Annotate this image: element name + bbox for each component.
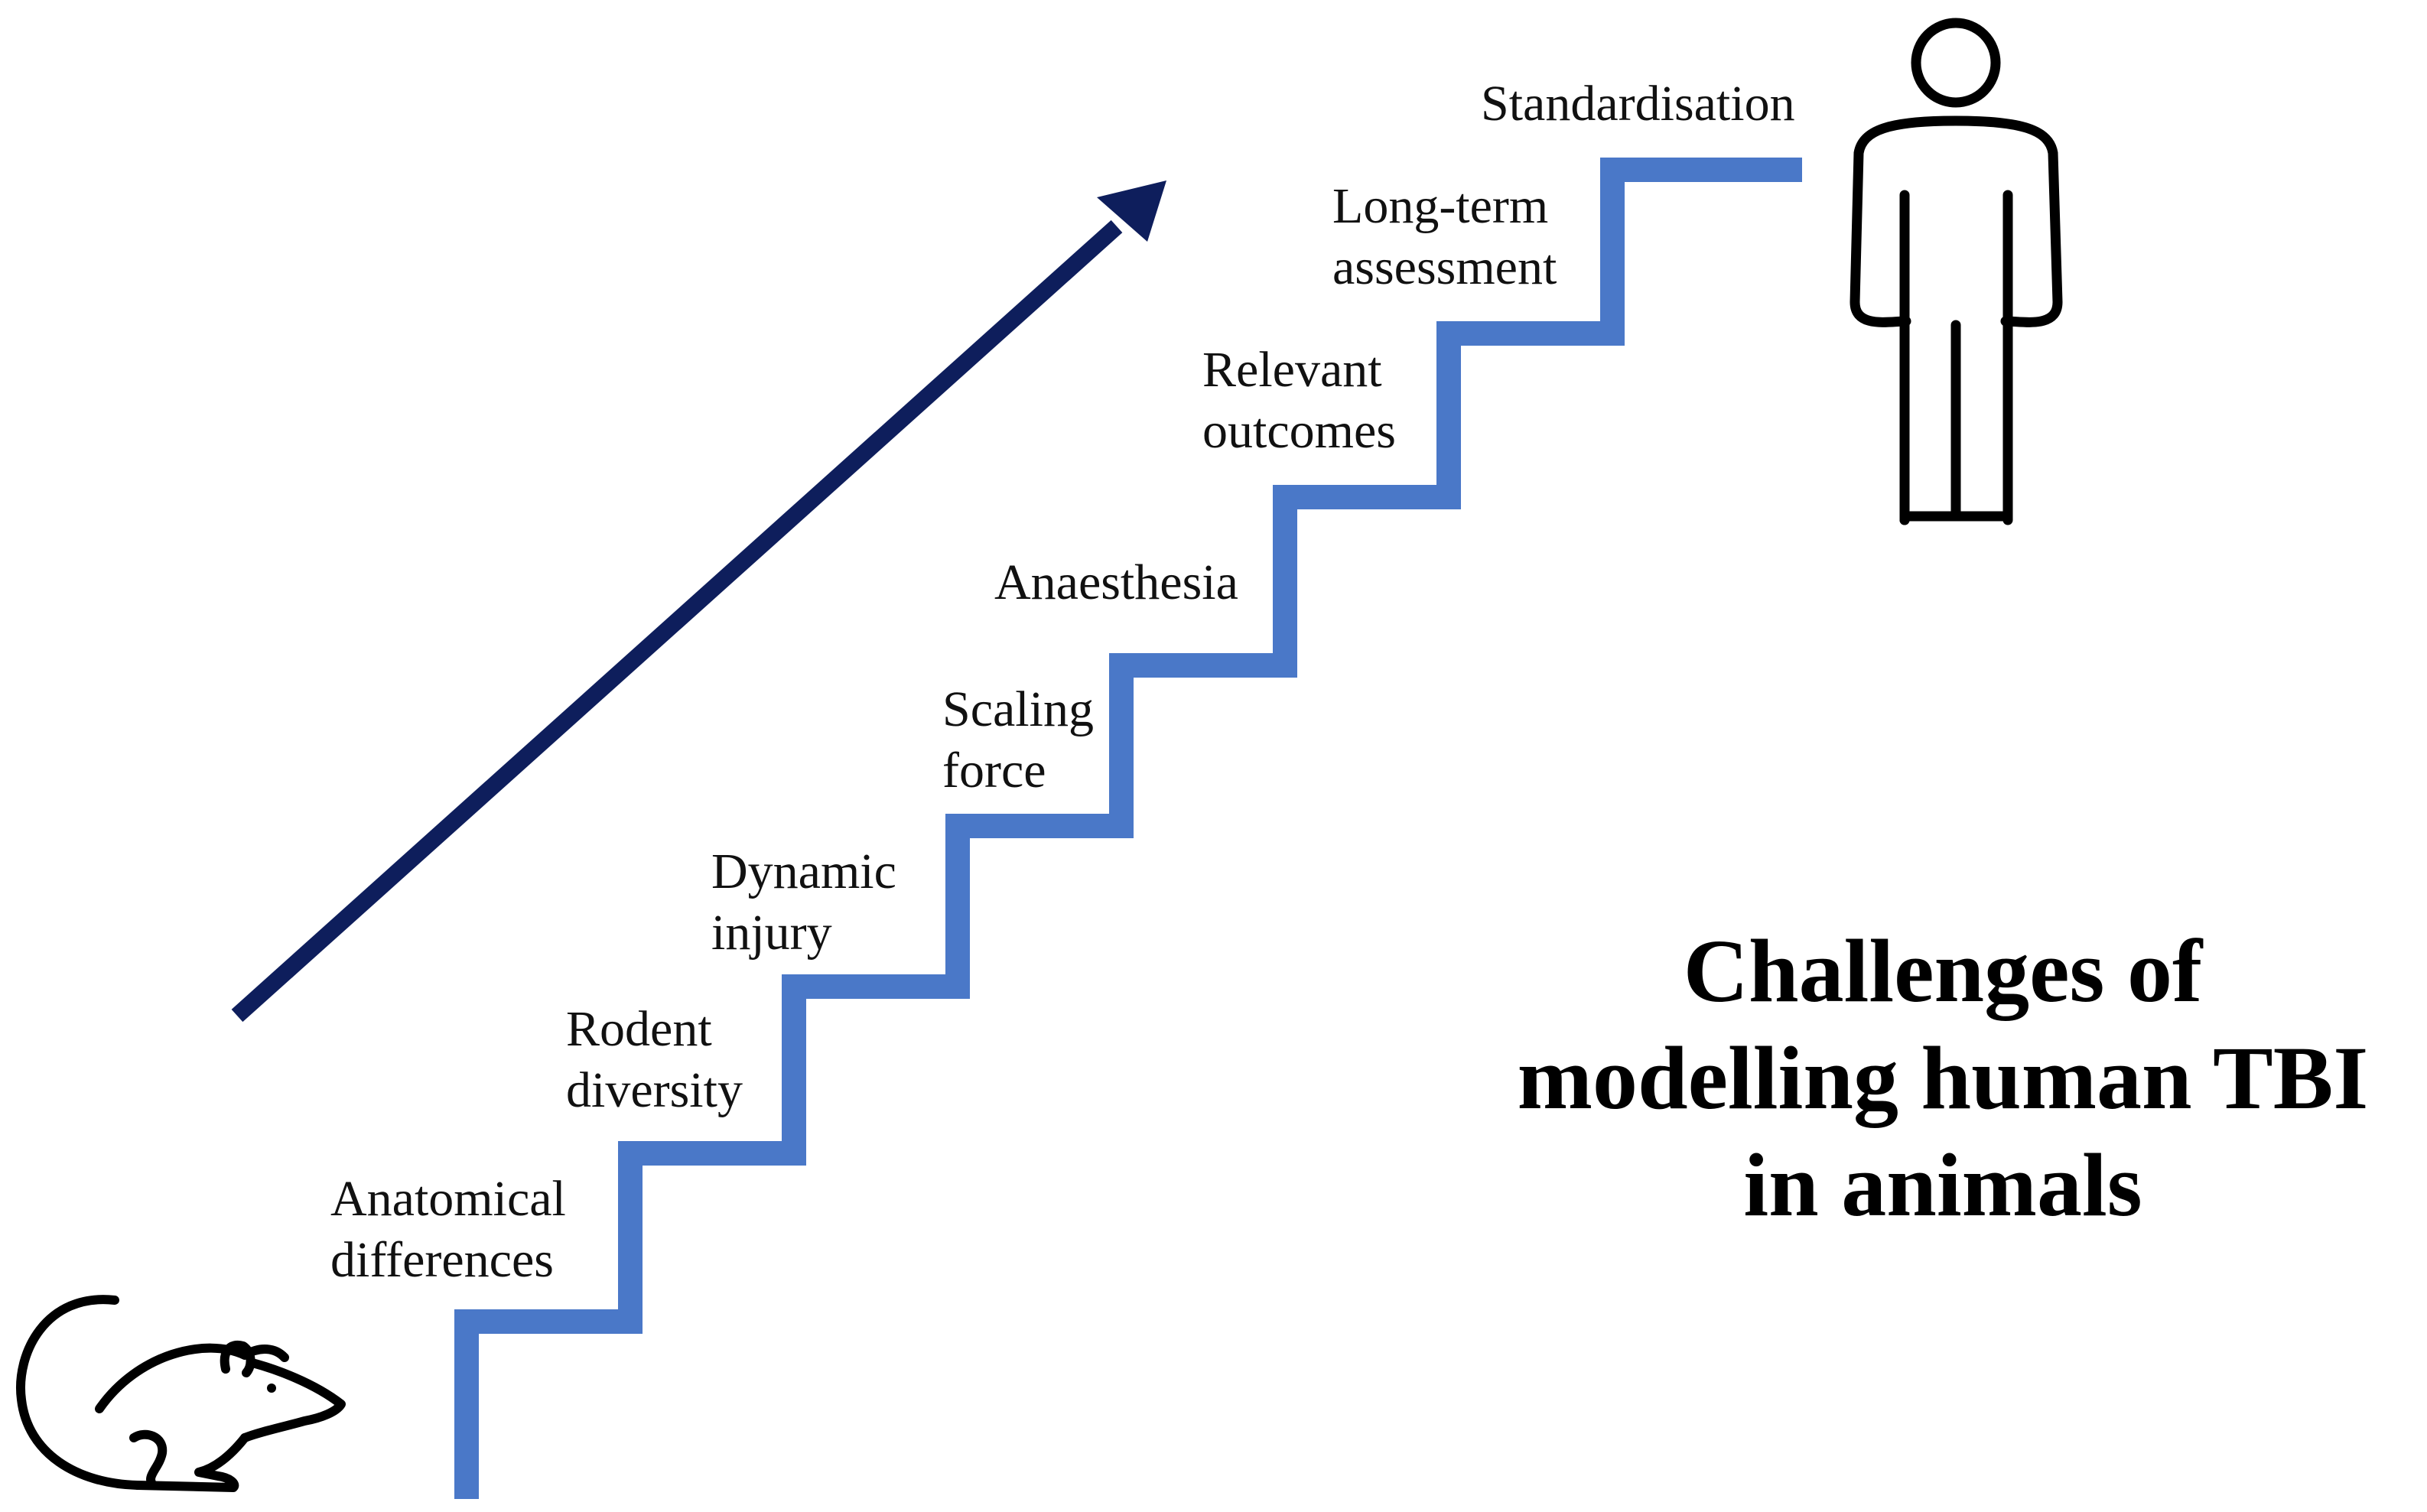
title-line-3: in animals — [1743, 1135, 2142, 1235]
title-line-1: Challenges of — [1683, 921, 2203, 1021]
human-legs — [1899, 320, 2013, 525]
human-head — [1911, 18, 2001, 108]
step-label-line: injury — [711, 905, 832, 961]
arrow-up-right-icon — [231, 180, 1166, 1023]
arrow-head-fill — [1097, 180, 1166, 242]
rodent-head — [240, 1358, 346, 1442]
step-label-anaesthesia: Anaesthesia — [994, 552, 1238, 613]
step-label-scaling-force: Scaling force — [942, 679, 1094, 802]
rodent-ear — [220, 1340, 255, 1377]
step-label-anatomical-differences: Anatomical differences — [330, 1169, 566, 1291]
step-label-line: force — [942, 743, 1046, 798]
step-label-line: Rodent — [566, 1001, 712, 1057]
step-label-line: Dynamic — [711, 844, 896, 899]
step-label-line: Anatomical — [330, 1171, 566, 1227]
arrow-shaft — [231, 219, 1123, 1023]
human-body-outline — [1850, 115, 2063, 327]
step-label-relevant-outcomes: Relevant outcomes — [1202, 340, 1396, 462]
step-label-line: assessment — [1332, 239, 1557, 295]
rodent-belly — [133, 1433, 249, 1492]
step-label-rodent-diversity: Rodent diversity — [566, 999, 743, 1121]
step-label-line: Relevant — [1202, 342, 1382, 398]
step-label-line: differences — [330, 1232, 554, 1288]
step-label-line: Scaling — [942, 681, 1094, 737]
step-label-line: Long-term — [1332, 178, 1549, 234]
rodent-tail — [16, 1295, 142, 1490]
human-figure-icon — [1850, 18, 2063, 525]
title-line-2: modelling human TBI — [1517, 1028, 2369, 1128]
diagram-title: Challenges of modelling human TBI in ani… — [1461, 918, 2425, 1239]
rodent-back — [95, 1343, 289, 1413]
step-label-dynamic-injury: Dynamic injury — [711, 841, 896, 964]
rodent-hind-leg — [129, 1429, 168, 1490]
step-label-long-term-assessment: Long-term assessment — [1332, 176, 1557, 298]
staircase — [454, 158, 1802, 1499]
step-label-line: diversity — [566, 1062, 743, 1118]
step-label-standardisation: Standardisation — [1481, 73, 1795, 135]
rodent-icon — [16, 1295, 346, 1492]
step-label-line: Anaesthesia — [994, 554, 1238, 610]
step-label-line: Standardisation — [1481, 76, 1795, 132]
step-label-line: outcomes — [1202, 403, 1396, 459]
rodent-eye — [267, 1384, 276, 1393]
